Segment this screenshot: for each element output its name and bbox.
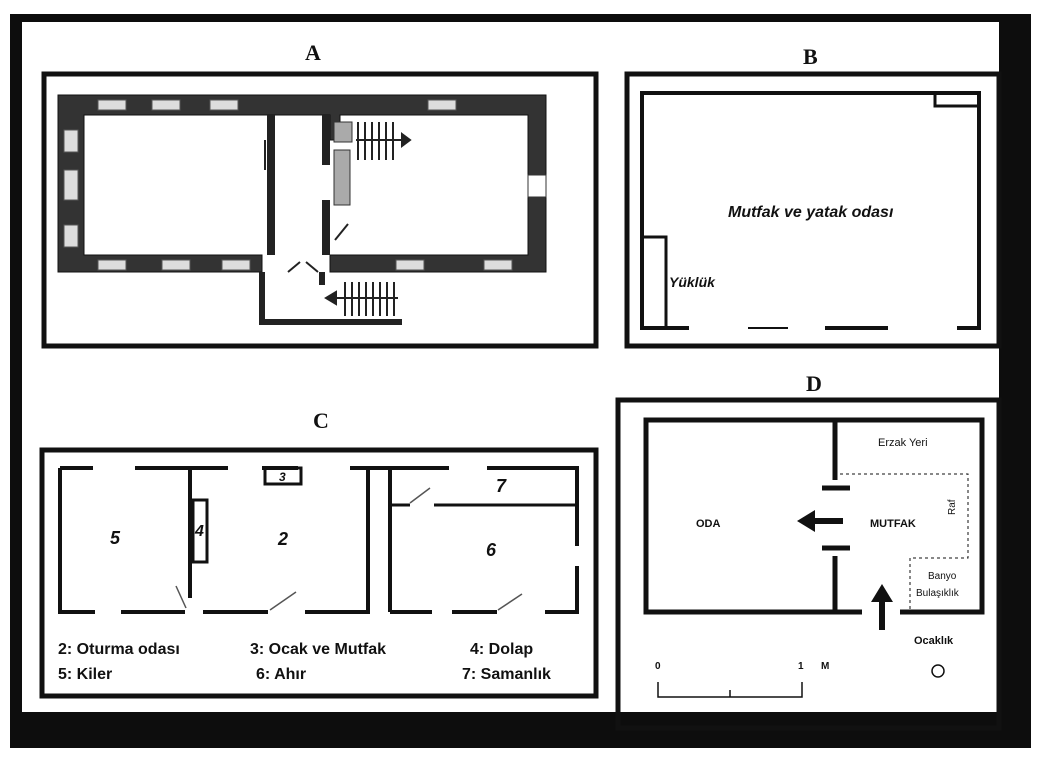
scale-one: 1 xyxy=(798,661,804,672)
label-oda: ODA xyxy=(696,518,721,530)
plan-a-stairs-lower xyxy=(324,282,398,316)
room-number-7: 7 xyxy=(496,476,507,496)
plan-a-walls xyxy=(57,94,547,325)
plan-c-door-swings xyxy=(175,487,523,611)
scale-bar-line xyxy=(657,682,803,698)
label-raf: Raf xyxy=(947,499,958,515)
room-number-6: 6 xyxy=(486,540,497,560)
legend-item: 2: Oturma odası xyxy=(58,641,180,658)
plan-a-stairs-upper xyxy=(333,121,412,160)
plan-a-cupboard xyxy=(333,149,351,206)
plan-a-window xyxy=(209,99,239,111)
label-banyo: Banyo xyxy=(928,571,957,582)
plan-a-window xyxy=(97,259,127,271)
panel-d-border xyxy=(615,397,1002,731)
label-mutfak: MUTFAK xyxy=(870,518,916,530)
label-kitchen-bedroom: Mutfak ve yatak odası xyxy=(728,204,894,221)
plan-a-hearth xyxy=(527,174,547,198)
plan-a-partition-right-bottom xyxy=(322,200,330,255)
scale-zero: 0 xyxy=(655,661,661,672)
panel-a: A xyxy=(41,40,599,349)
label-bulasiklik: Bulaşıklık xyxy=(916,588,960,599)
label-closet: Yüklük xyxy=(669,274,716,290)
plan-a-window xyxy=(151,99,181,111)
plan-a-entry-wall xyxy=(259,272,402,325)
plan-a-window xyxy=(63,129,79,153)
panel-a-border xyxy=(41,71,599,349)
panel-c-title: C xyxy=(313,408,329,433)
room-number-5: 5 xyxy=(110,528,121,548)
room-number-4: 4 xyxy=(194,523,204,540)
plan-c-legend: 2: Oturma odası 3: Ocak ve Mutfak 4: Dol… xyxy=(58,641,551,683)
plan-d-dashed xyxy=(840,473,969,612)
plan-a-window xyxy=(395,259,425,271)
plan-a-door xyxy=(334,223,349,241)
plan-a-window xyxy=(221,259,251,271)
plan-a-window xyxy=(63,169,79,201)
scale-unit: M xyxy=(821,661,829,672)
plan-d-labels: ODA MUTFAK Erzak Yeri Raf Banyo Bulaşıkl… xyxy=(696,437,960,647)
plan-a-door xyxy=(287,261,319,273)
plan-a-window xyxy=(63,224,79,248)
panel-c: C 5 4 2 xyxy=(39,408,599,699)
panel-d-title: D xyxy=(806,371,822,396)
plan-a-window xyxy=(161,259,191,271)
plan-a-partition-left xyxy=(267,115,275,255)
legend-item: 5: Kiler xyxy=(58,666,112,683)
plan-a-window xyxy=(483,259,513,271)
plan-a-partition-right-top xyxy=(322,115,330,165)
plan-b-walls xyxy=(640,91,981,330)
label-erzak: Erzak Yeri xyxy=(878,437,928,449)
room-number-2: 2 xyxy=(277,529,288,549)
legend-item: 4: Dolap xyxy=(470,641,533,658)
hearth-circle xyxy=(931,664,945,678)
room-number-3: 3 xyxy=(279,470,286,484)
legend-item: 6: Ahır xyxy=(256,666,306,683)
panel-b-title: B xyxy=(803,44,818,69)
plan-d-walls xyxy=(643,417,985,615)
legend-item: 7: Samanlık xyxy=(462,666,551,683)
scale-bar: 0 1 M xyxy=(655,661,829,698)
plan-a-window xyxy=(427,99,457,111)
legend-item: 3: Ocak ve Mutfak xyxy=(250,641,386,658)
panel-c-border xyxy=(39,447,599,699)
plan-c-walls xyxy=(58,466,579,614)
panel-b-border xyxy=(624,71,1002,349)
plan-a-shell xyxy=(57,94,547,273)
label-ocaklik: Ocaklık xyxy=(914,635,954,647)
panel-d: D ODA MUTFAK Erzak Yeri Raf Banyo Bulaşı… xyxy=(615,371,1002,731)
panel-b: B Mutfak ve yatak odası Yüklük xyxy=(624,44,1002,349)
plan-a-window xyxy=(97,99,127,111)
panel-a-title: A xyxy=(305,40,321,65)
plan-d-arrows xyxy=(797,510,893,630)
